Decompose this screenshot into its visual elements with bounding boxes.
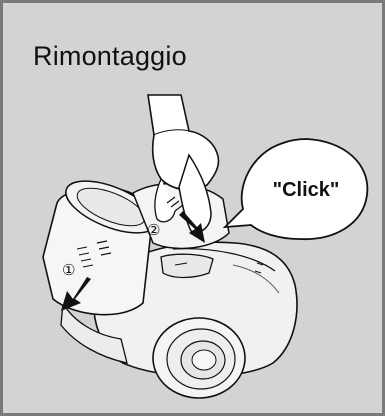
- page-title: Rimontaggio: [33, 41, 187, 72]
- step-2-marker: ②: [147, 221, 160, 239]
- wheel: [153, 318, 245, 398]
- click-callout-text: "Click": [247, 179, 365, 202]
- latch: [161, 254, 213, 277]
- step-1-marker: ①: [62, 261, 75, 279]
